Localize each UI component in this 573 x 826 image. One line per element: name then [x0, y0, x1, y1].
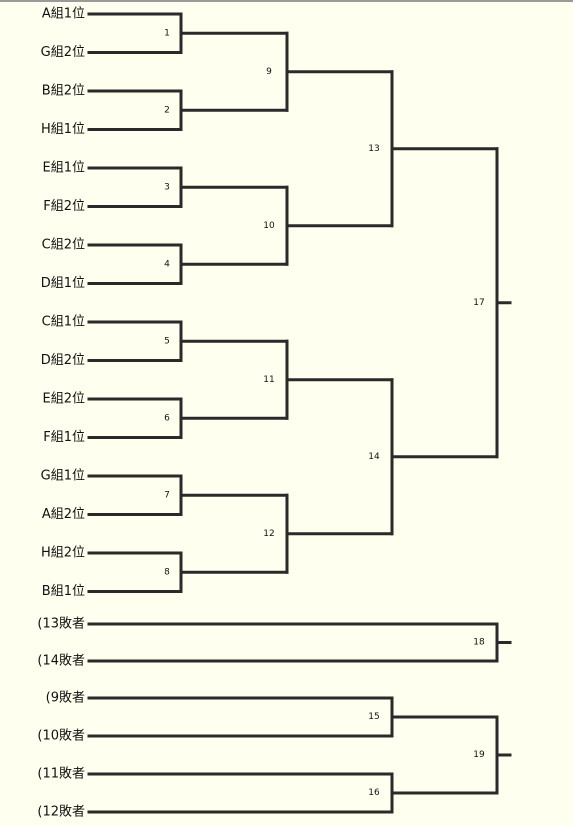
match-number: 19 — [473, 750, 485, 760]
bracket-labels: A組1位 G組2位 B組2位 H組1位 E組1位 F組2位 C組2位 D組1位 C組1位 D組2位… — [37, 7, 485, 820]
team-label: F組1位 — [43, 430, 85, 445]
team-label: G組2位 — [41, 45, 85, 60]
team-label: D組2位 — [41, 353, 85, 368]
match-number: 2 — [164, 105, 170, 115]
team-label: A組2位 — [42, 507, 85, 522]
match-number: 1 — [164, 28, 170, 38]
match-number: 12 — [263, 529, 274, 539]
match-number: 17 — [473, 298, 484, 308]
match-number: 7 — [164, 490, 170, 500]
match-number: 10 — [263, 221, 275, 231]
team-label: E組1位 — [43, 161, 86, 176]
team-label: B組2位 — [42, 84, 85, 99]
team-label: C組2位 — [42, 238, 85, 253]
match-number: 18 — [473, 638, 485, 648]
match-number: 6 — [164, 413, 170, 423]
match-number: 3 — [164, 182, 170, 192]
team-label: B組1位 — [42, 584, 85, 599]
team-label: (9敗者 — [46, 691, 85, 706]
bracket-lines — [87, 12, 512, 814]
team-label: H組1位 — [41, 122, 85, 137]
team-label: E組2位 — [43, 392, 86, 407]
team-label: (11敗者 — [37, 767, 85, 782]
match-number: 11 — [263, 375, 274, 385]
team-label: G組1位 — [41, 469, 85, 484]
match-number: 16 — [368, 788, 380, 798]
match-number: 13 — [368, 144, 379, 154]
match-number: 5 — [164, 336, 170, 346]
team-label: (10敗者 — [37, 729, 85, 744]
team-label: H組2位 — [41, 546, 85, 561]
match-number: 9 — [266, 67, 272, 77]
team-label: A組1位 — [42, 7, 85, 22]
team-label: (13敗者 — [37, 617, 85, 632]
match-number: 15 — [368, 712, 379, 722]
team-label: (14敗者 — [37, 654, 85, 669]
team-label: C組1位 — [42, 315, 85, 330]
match-number: 8 — [164, 567, 170, 577]
match-number: 14 — [368, 452, 380, 462]
match-number: 4 — [164, 259, 170, 269]
top-border — [0, 0, 573, 2]
team-label: D組1位 — [41, 276, 85, 291]
team-label: (12敗者 — [37, 805, 85, 820]
team-label: F組2位 — [43, 199, 85, 214]
